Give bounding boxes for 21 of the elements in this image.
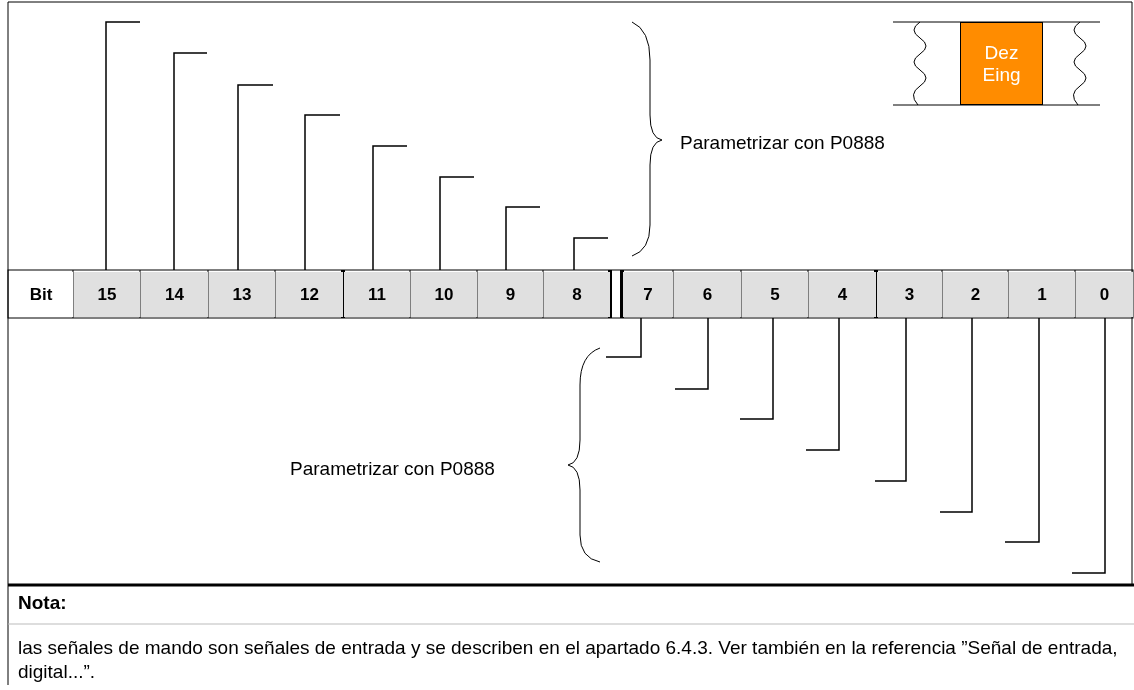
- bit-number-cell: 10: [411, 272, 477, 317]
- bit-number-cell: 1: [1009, 272, 1075, 317]
- bit-number-cell: 8: [544, 272, 610, 317]
- note-heading: Nota:: [18, 592, 67, 614]
- bit-number-cell: 9: [478, 272, 543, 317]
- bit-number-cell: 14: [141, 272, 208, 317]
- bit-number-cell: 11: [344, 272, 410, 317]
- brace-label: Parametrizar con P0888: [680, 132, 885, 154]
- bit-number-cell: 4: [809, 272, 876, 317]
- note-text: las señales de mando son señales de entrada y se describen en el apartado 6.4.3. Ver también en la referencia ”Señal de entrada, digital...”.: [18, 636, 1118, 684]
- bit-number-cell: 7: [623, 272, 673, 317]
- bit-number-cell: 15: [74, 272, 140, 317]
- bit-number-cell: 0: [1076, 272, 1133, 317]
- register-field-box: Dez Eing: [960, 22, 1043, 105]
- brace-label: Parametrizar con P0888: [290, 458, 495, 480]
- bit-number-cell: 13: [209, 272, 275, 317]
- bit-number-cell: 6: [674, 272, 741, 317]
- bit-number-cell: 5: [742, 272, 808, 317]
- bit-number-cell: 12: [276, 272, 343, 317]
- bit-number-cell: 3: [877, 272, 942, 317]
- bit-number-cell: 2: [943, 272, 1008, 317]
